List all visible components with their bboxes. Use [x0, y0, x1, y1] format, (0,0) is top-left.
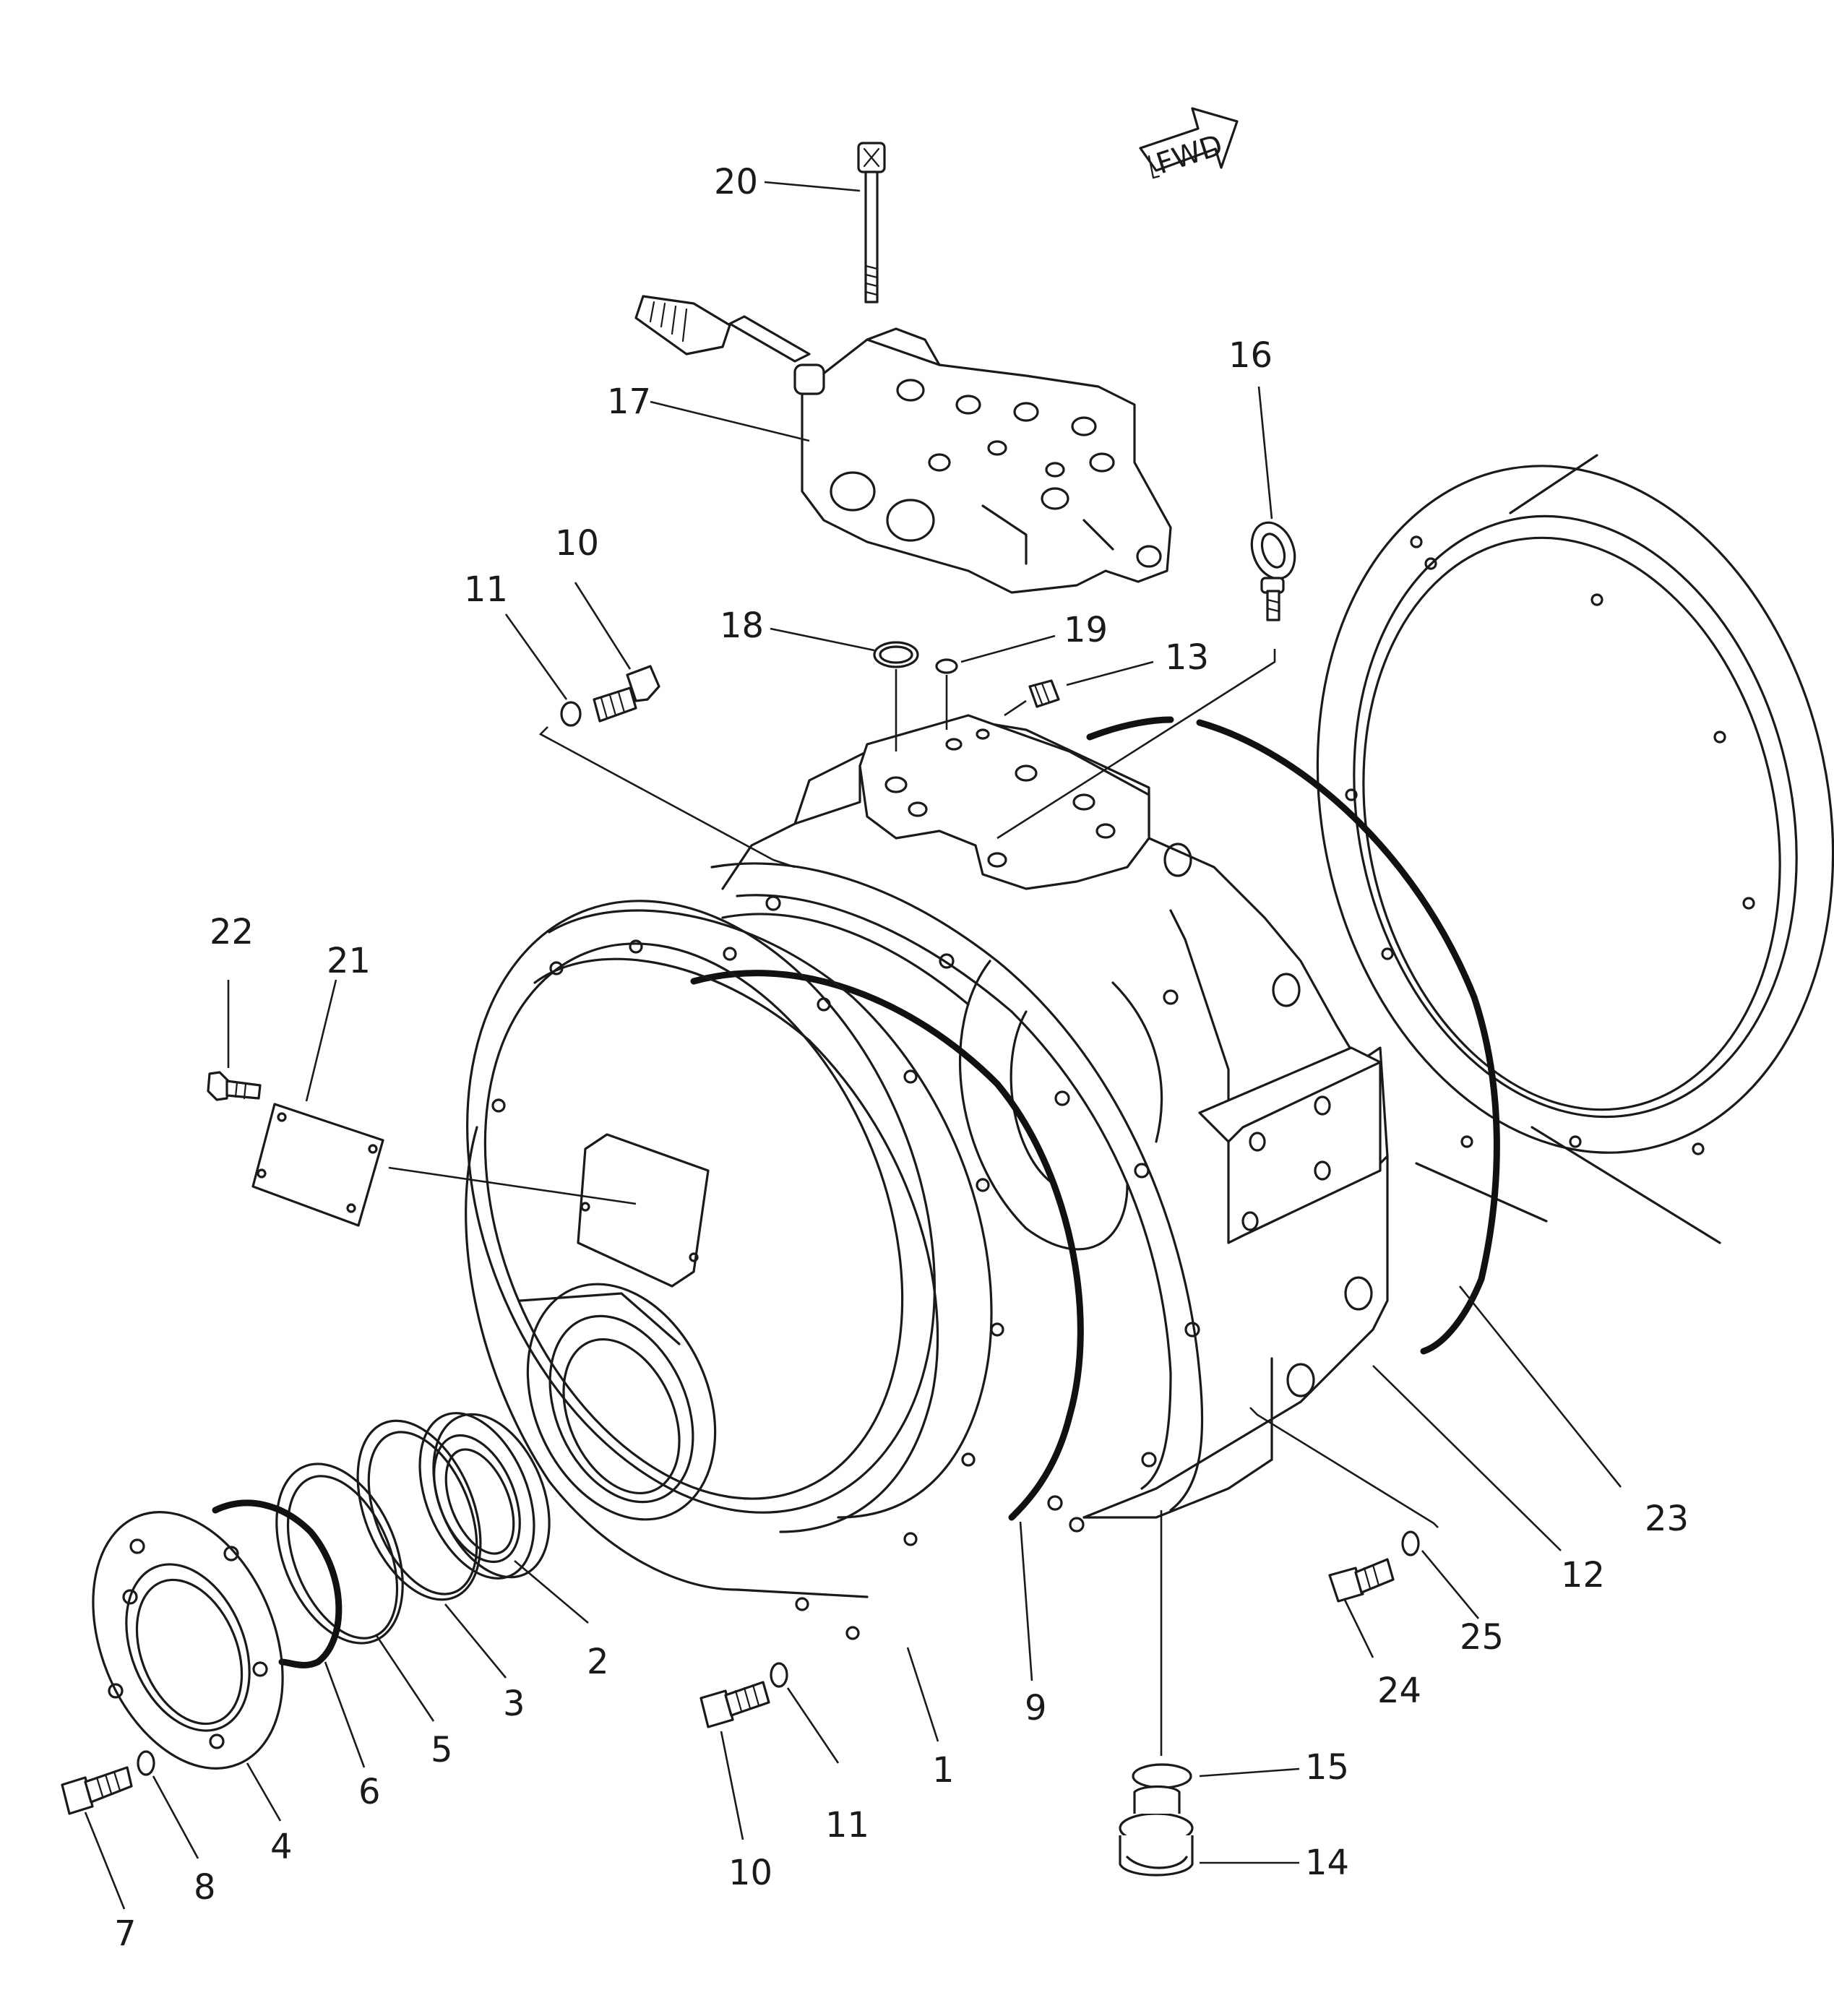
callout-14: 14: [1305, 1843, 1349, 1883]
callout-23: 23: [1645, 1499, 1689, 1539]
part-16-eye-bolt: [1250, 521, 1296, 621]
part-15-o-ring: [1132, 1763, 1192, 1789]
part-18-o-ring: [873, 641, 919, 668]
callout-21: 21: [327, 941, 371, 981]
callout-25: 25: [1460, 1617, 1504, 1658]
part-10-bolt-upper: [593, 665, 660, 723]
part-4-retainer: [92, 1511, 284, 1770]
callout-18: 18: [720, 606, 764, 646]
part-23-flange-ring: [1316, 454, 1834, 1244]
callout-8: 8: [194, 1867, 216, 1908]
callout-5: 5: [431, 1730, 453, 1770]
callout-10-upper: 10: [555, 523, 599, 564]
part-17-valve: [634, 295, 1172, 594]
callout-1: 1: [932, 1750, 955, 1791]
fwd-label: FWD: [1153, 129, 1227, 181]
assembly-lines: [388, 649, 1439, 1756]
callout-12: 12: [1561, 1555, 1605, 1595]
part-12-housing: [721, 714, 1389, 1519]
callout-9: 9: [1025, 1688, 1047, 1728]
part-21-name-plate: [251, 1103, 384, 1227]
part-20-bolt: [857, 142, 886, 303]
part-23-gasket: [1086, 716, 1500, 1355]
fwd-arrow: FWD: [1139, 107, 1239, 181]
part-13-plug: [1028, 679, 1060, 708]
callout-11-lower: 11: [825, 1805, 869, 1845]
part-24-bolt: [1328, 1558, 1395, 1603]
callout-labels: 20 17 16 18 19 13 10 11 22 21 23 12 25 2…: [114, 162, 1689, 1954]
callout-17: 17: [607, 382, 651, 422]
callout-10-lower: 10: [728, 1853, 772, 1893]
part-11-washer-lower: [770, 1662, 788, 1688]
part-1-cover: [465, 862, 1204, 1640]
callout-4: 4: [270, 1827, 293, 1867]
callout-16: 16: [1228, 335, 1273, 376]
part-14-drain-plug: [1119, 1785, 1194, 1877]
part-8-washer: [137, 1750, 155, 1776]
callout-15: 15: [1305, 1747, 1349, 1788]
part-9-gasket: [690, 970, 1084, 1521]
part-6-o-ring: [212, 1499, 343, 1668]
callout-19: 19: [1064, 610, 1108, 650]
part-25-washer: [1401, 1530, 1420, 1556]
callout-13: 13: [1165, 637, 1209, 678]
callout-6: 6: [358, 1772, 381, 1812]
callout-11-upper: 11: [464, 569, 508, 610]
callout-7: 7: [114, 1913, 137, 1954]
part-22-screw: [207, 1071, 262, 1101]
part-5-ring: [275, 1463, 404, 1645]
callout-leaders: [84, 181, 1622, 1910]
part-19-o-ring: [935, 658, 958, 674]
part-2-bearing: [418, 1412, 551, 1580]
callout-22: 22: [210, 912, 254, 952]
callout-20: 20: [714, 162, 758, 202]
part-7-bolt: [61, 1766, 133, 1815]
callout-2: 2: [587, 1642, 609, 1682]
callout-3: 3: [503, 1684, 525, 1724]
callout-24: 24: [1377, 1671, 1421, 1711]
part-11-washer-upper: [560, 701, 582, 727]
part-10-bolt-lower: [699, 1681, 770, 1728]
part-3-snap-ring: [356, 1419, 482, 1601]
